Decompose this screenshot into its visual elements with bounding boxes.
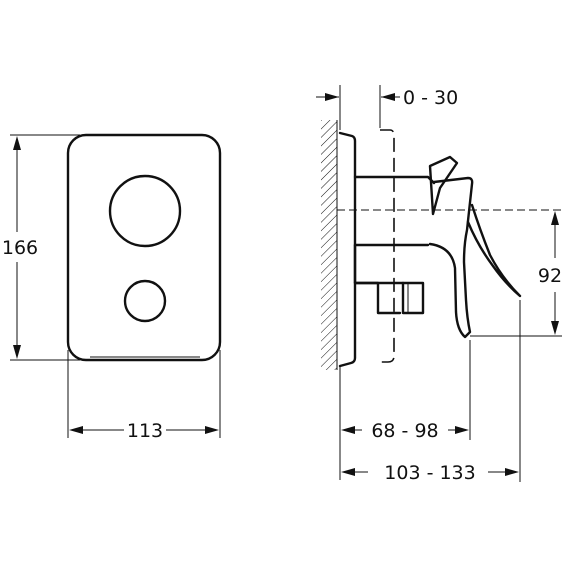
side-height-label: 92 (538, 265, 562, 287)
front-height-label: 166 (2, 237, 38, 259)
side-depth-total-label: 103 - 133 (384, 462, 475, 484)
side-lever-handle (428, 155, 459, 216)
front-view (66, 133, 222, 362)
side-cover-plate (338, 131, 357, 368)
side-adjust-dimension: 0 - 30 (316, 85, 458, 130)
front-width-label: 113 (127, 420, 163, 442)
side-lever-blade (466, 203, 522, 298)
side-view (321, 120, 562, 370)
front-width-dimension: 113 (67, 350, 221, 442)
side-adjust-label: 0 - 30 (403, 87, 458, 109)
side-depth-inner-label: 68 - 98 (371, 420, 438, 442)
front-large-knob (108, 174, 182, 248)
side-depth-inner-dimension: 68 - 98 (339, 340, 471, 480)
side-depth-total-dimension: 103 - 133 (341, 300, 521, 484)
side-diverter-knob (401, 281, 425, 315)
side-height-dimension: 92 (470, 211, 562, 337)
wall-hatching (321, 120, 337, 370)
front-small-knob (123, 279, 167, 323)
front-height-dimension: 166 (2, 134, 80, 361)
side-spout-housing (428, 176, 474, 339)
front-cover-plate (66, 133, 222, 362)
